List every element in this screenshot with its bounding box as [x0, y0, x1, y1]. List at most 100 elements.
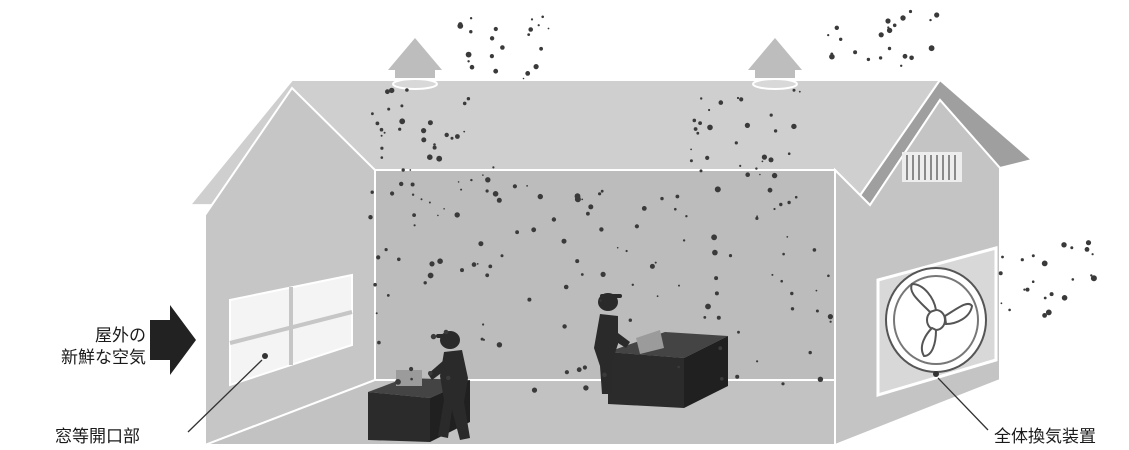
dust-particle [768, 188, 773, 193]
dust-particle [708, 109, 710, 111]
dust-particle [676, 195, 680, 199]
dust-particle [602, 373, 607, 378]
dust-particle [617, 247, 619, 249]
dust-particle [755, 167, 757, 169]
dust-particle [1001, 256, 1004, 259]
dust-particle [1086, 240, 1091, 245]
dust-particle [632, 284, 634, 286]
dust-particle [562, 324, 566, 328]
dust-particle [1008, 309, 1011, 312]
dust-particle [759, 174, 761, 176]
dust-particle [398, 128, 401, 131]
dust-particle [458, 181, 460, 183]
dust-particle [718, 346, 722, 350]
dust-particle [779, 203, 782, 206]
dust-particle [467, 97, 470, 100]
dust-particle [492, 166, 494, 168]
dust-particle [1070, 246, 1073, 249]
dust-particle [380, 128, 384, 132]
dust-particle [541, 15, 544, 18]
dust-particle [581, 273, 584, 276]
dust-particle [799, 91, 801, 93]
dust-particle [694, 127, 698, 131]
dust-particle [1045, 262, 1047, 264]
dust-particle [564, 285, 569, 290]
dust-particle [1026, 288, 1030, 292]
dust-particle [443, 208, 445, 210]
dust-particle [787, 201, 790, 204]
dust-particle [436, 156, 442, 162]
dust-particle [381, 156, 384, 159]
dust-particle [774, 129, 777, 132]
dust-particle [497, 198, 502, 203]
dust-particle [715, 186, 721, 192]
dust-particle [400, 104, 403, 107]
window-leader-dot [262, 353, 268, 359]
dust-particle [1001, 302, 1003, 304]
dust-particle [762, 155, 767, 160]
dust-particle [478, 241, 483, 246]
dust-particle [657, 295, 659, 297]
dust-particle [523, 78, 525, 80]
dust-particle [660, 197, 663, 200]
dust-particle [717, 316, 721, 320]
dust-particle [380, 147, 383, 150]
dust-particle [527, 33, 530, 36]
dust-particle [562, 239, 567, 244]
dust-particle [885, 18, 890, 23]
dust-particle [655, 262, 657, 264]
dust-particle [700, 169, 703, 172]
dust-particle [493, 191, 499, 197]
dust-particle [629, 319, 632, 322]
dust-particle [539, 47, 543, 51]
dust-particle [714, 276, 718, 280]
dust-particle [494, 27, 498, 31]
dust-particle [583, 385, 588, 390]
dust-particle [756, 360, 758, 362]
dust-particle [934, 12, 939, 17]
dust-particle [745, 123, 750, 128]
dust-particle [515, 230, 519, 234]
dust-particle [433, 146, 437, 150]
dust-particle [830, 321, 832, 323]
dust-particle [816, 310, 819, 313]
dust-particle [387, 108, 390, 111]
dust-particle [376, 312, 378, 314]
dust-particle [444, 330, 449, 335]
dust-particle [745, 172, 750, 177]
dust-particle [463, 131, 465, 133]
dust-particle [1032, 280, 1035, 283]
dust-particle [472, 262, 477, 267]
dust-particle [457, 23, 463, 29]
dust-particle [395, 379, 401, 385]
dust-particle [770, 114, 773, 117]
dust-particle [1044, 297, 1047, 300]
dust-particle [735, 141, 738, 144]
dust-particle [497, 342, 502, 347]
dust-particle [428, 120, 433, 125]
dust-particle [429, 261, 434, 266]
dust-particle [384, 132, 386, 134]
dust-particle [773, 208, 775, 210]
dust-particle [513, 184, 517, 188]
dust-particle [460, 268, 464, 272]
dust-particle [719, 100, 724, 105]
dust-particle [735, 375, 739, 379]
dust-particle [477, 263, 479, 265]
dust-particle [451, 137, 454, 140]
dust-particle [412, 194, 414, 196]
dust-particle [552, 217, 556, 221]
dust-particle [829, 54, 835, 60]
dust-particle [690, 149, 692, 151]
dust-particle [410, 378, 413, 381]
dust-particle [839, 38, 842, 41]
arrow-right-icon [150, 305, 196, 375]
dust-particle [490, 54, 494, 58]
dust-particle [715, 291, 719, 295]
dust-particle [412, 213, 416, 217]
dust-particle [642, 206, 647, 211]
dust-particle [791, 124, 796, 129]
dust-particle [581, 199, 583, 201]
dust-particle [827, 275, 830, 278]
dust-particle [433, 143, 436, 146]
